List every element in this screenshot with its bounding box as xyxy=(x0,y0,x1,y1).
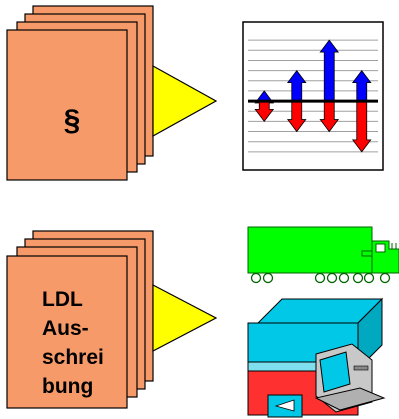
tender-text-line-2: Aus- xyxy=(42,317,89,340)
down-arrow-bar-3 xyxy=(319,100,340,133)
bar-arrow-chart-icon xyxy=(242,21,384,171)
document-sheet-front xyxy=(6,255,128,409)
truck-wheels xyxy=(250,272,391,284)
computer-keyboard xyxy=(314,387,386,411)
chart-marks xyxy=(248,39,378,153)
tender-document-stack: LDL Aus- schrei bung xyxy=(6,230,154,409)
truck-icon xyxy=(247,226,399,284)
tender-text-line-4: bung xyxy=(42,375,93,398)
up-arrow-bar-2 xyxy=(286,69,307,102)
tender-text-line-1: LDL xyxy=(42,288,83,311)
warehouse-computer-icon xyxy=(247,297,386,418)
chart-grid xyxy=(248,39,378,153)
tender-text-line-3: schrei xyxy=(42,346,104,369)
process-arrow-bottom xyxy=(152,284,218,352)
paragraph-document-stack: § xyxy=(6,5,154,181)
paragraph-symbol: § xyxy=(64,104,81,137)
computer-screen xyxy=(319,351,351,393)
down-arrow-bar-4 xyxy=(351,100,372,153)
down-arrow-bar-2 xyxy=(286,100,307,133)
process-arrow-top xyxy=(152,64,218,138)
up-arrow-bar-4 xyxy=(351,69,372,102)
document-sheet-front xyxy=(6,29,128,181)
truck-trailer xyxy=(247,226,373,274)
up-arrow-bar-3 xyxy=(319,39,340,102)
truck-window xyxy=(375,243,386,253)
